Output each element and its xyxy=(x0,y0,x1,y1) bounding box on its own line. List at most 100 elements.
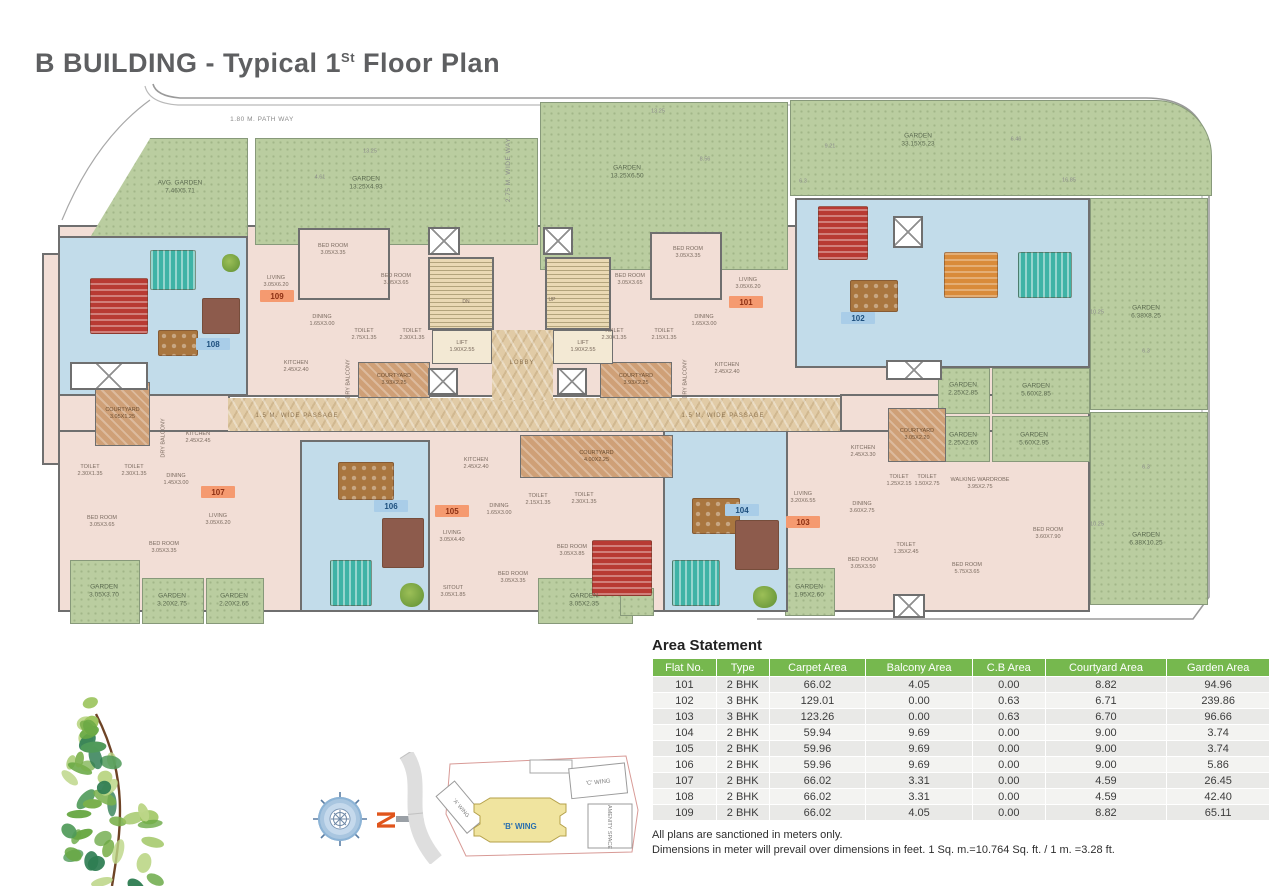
table-cell: 102 xyxy=(653,693,716,708)
passage xyxy=(228,398,840,431)
table-cell: 0.00 xyxy=(972,805,1045,820)
table-cell: 2 BHK xyxy=(716,677,769,692)
table-cell: 0.00 xyxy=(866,693,972,708)
table-cell: 108 xyxy=(653,789,716,804)
table-cell: 0.63 xyxy=(972,693,1045,708)
flat-101-bedroom xyxy=(650,232,722,300)
flat-badge-103: 103 xyxy=(786,516,820,528)
column-header: Garden Area xyxy=(1167,659,1269,676)
courtyard: COURTYARD 3.05X2.20 xyxy=(888,408,946,462)
flat-badge-104: 104 xyxy=(725,504,759,516)
table-cell: 4.05 xyxy=(866,677,972,692)
garden-area xyxy=(938,416,990,462)
note-line-2: Dimensions in meter will prevail over di… xyxy=(652,843,1115,856)
table-cell: 0.00 xyxy=(866,709,972,724)
shaft xyxy=(893,594,925,618)
flat-badge-108: 108 xyxy=(196,338,230,350)
courtyard: COURTYARD 3.05X1.25 xyxy=(95,382,150,446)
bed xyxy=(944,252,998,298)
staircase xyxy=(545,257,611,330)
garden-area xyxy=(255,138,538,245)
table-cell: 9.00 xyxy=(1045,741,1167,756)
flat-109-bedroom xyxy=(298,228,390,300)
bed xyxy=(592,540,652,596)
bed xyxy=(1018,252,1072,298)
bed xyxy=(150,250,196,290)
table-cell: 129.01 xyxy=(769,693,866,708)
table-cell: 4.05 xyxy=(866,805,972,820)
shaft xyxy=(886,360,942,380)
table-cell: 3.74 xyxy=(1167,725,1269,740)
svg-text:N: N xyxy=(371,811,401,830)
lobby xyxy=(492,330,553,400)
table-cell: 239.86 xyxy=(1167,693,1269,708)
bed xyxy=(330,560,372,606)
page-title: B BUILDING - Typical 1St Floor Plan xyxy=(35,48,501,79)
table-cell: 123.26 xyxy=(769,709,866,724)
flat-badge-102: 102 xyxy=(841,312,875,324)
flat-badge-105: 105 xyxy=(435,505,469,517)
lift: LIFT 1.90X2.55 xyxy=(553,330,613,364)
table-cell: 3.74 xyxy=(1167,741,1269,756)
garden-area xyxy=(992,368,1090,414)
table-cell: 59.96 xyxy=(769,757,866,772)
table-cell: 3.31 xyxy=(866,773,972,788)
compass: N xyxy=(313,792,424,846)
table-cell: 42.40 xyxy=(1167,789,1269,804)
table-cell: 2 BHK xyxy=(716,789,769,804)
table-cell: 66.02 xyxy=(769,677,866,692)
garden-area xyxy=(790,100,1212,196)
title-superscript: St xyxy=(341,50,356,66)
table-cell: 0.00 xyxy=(972,725,1045,740)
amenity-space-label: AMENITY SPACE xyxy=(606,805,612,849)
c-wing-label: 'C' WING xyxy=(586,778,611,787)
table-cell: 59.94 xyxy=(769,725,866,740)
table-cell: 59.96 xyxy=(769,741,866,756)
site-key-map: 'A' WING 'C' WING AMENITY SPACE 'B' WING xyxy=(399,752,639,864)
column-header: Courtyard Area xyxy=(1045,659,1167,676)
table-cell: 4.59 xyxy=(1045,773,1167,788)
table-cell: 3 BHK xyxy=(716,693,769,708)
shaft xyxy=(428,227,460,255)
table-cell: 66.02 xyxy=(769,773,866,788)
table-cell: 0.00 xyxy=(972,757,1045,772)
flat-badge-107: 107 xyxy=(201,486,235,498)
courtyard: COURTYARD 3.93X2.25 xyxy=(600,362,672,398)
column-header: Balcony Area xyxy=(866,659,972,676)
garden-area xyxy=(992,416,1090,462)
dining-table xyxy=(692,498,740,534)
dining-table xyxy=(338,462,394,500)
table-cell: 3.31 xyxy=(866,789,972,804)
bed xyxy=(818,206,868,260)
plant xyxy=(222,254,240,272)
table-cell: 107 xyxy=(653,773,716,788)
table-cell: 109 xyxy=(653,805,716,820)
plant xyxy=(753,586,777,608)
table-cell: 4.59 xyxy=(1045,789,1167,804)
table-cell: 8.82 xyxy=(1045,677,1167,692)
column-header: Flat No. xyxy=(653,659,716,676)
shaft xyxy=(543,227,573,255)
dining-table xyxy=(158,330,198,356)
table-cell: 105 xyxy=(653,741,716,756)
staircase xyxy=(428,257,494,330)
table-cell: 9.69 xyxy=(866,741,972,756)
shaft xyxy=(893,216,923,248)
column-header: Carpet Area xyxy=(769,659,866,676)
table-cell: 94.96 xyxy=(1167,677,1269,692)
flat-badge-106: 106 xyxy=(374,500,408,512)
garden-area xyxy=(1090,412,1208,605)
shaft xyxy=(557,368,587,395)
garden-area xyxy=(142,578,204,624)
